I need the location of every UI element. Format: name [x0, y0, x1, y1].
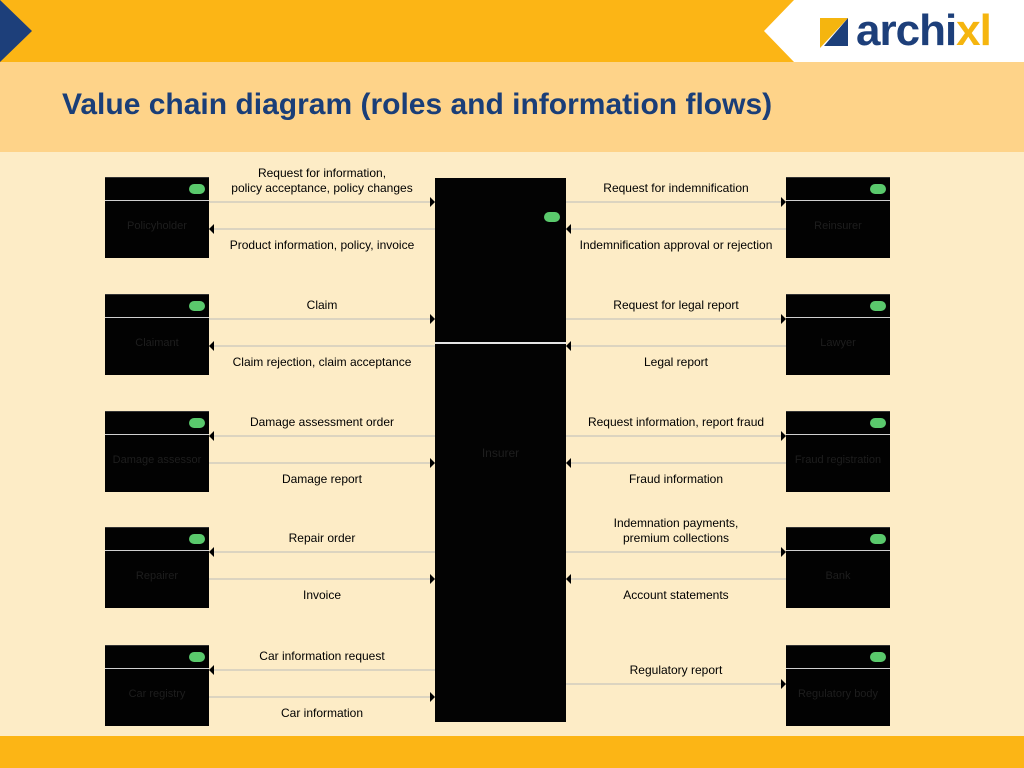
- right-role-box-1[interactable]: Reinsurer: [786, 177, 890, 258]
- right-flow-label: Request for legal report: [613, 298, 739, 312]
- arrowhead-icon: [781, 547, 786, 557]
- left-role-box-1[interactable]: Policyholder: [105, 177, 209, 258]
- logo-accent-text: xl: [956, 6, 992, 55]
- right-flow-label: Indemnation payments,premium collections: [613, 516, 739, 545]
- arrowhead-icon: [209, 547, 214, 557]
- left-flow-label: Claim: [306, 298, 338, 312]
- role-badge-icon: [189, 418, 205, 428]
- role-name: Reinsurer: [814, 220, 862, 232]
- arrowhead-icon: [566, 224, 571, 234]
- right-flow-label: Indemnification approval or rejection: [579, 238, 773, 252]
- arrowhead-icon: [209, 431, 214, 441]
- role-name: Car registry: [128, 688, 186, 700]
- role-divider: [105, 317, 209, 318]
- arrowhead-icon: [430, 314, 435, 324]
- role-badge-icon: [870, 184, 886, 194]
- role-divider: [786, 317, 890, 318]
- role-name: Lawyer: [820, 337, 856, 349]
- arrowhead-icon: [209, 224, 214, 234]
- role-name: Damage assessor: [112, 454, 202, 466]
- right-role-box-3[interactable]: Fraud registration: [786, 411, 890, 492]
- role-badge-icon: [544, 212, 560, 222]
- role-badge-icon: [189, 534, 205, 544]
- right-role-box-4[interactable]: Bank: [786, 527, 890, 608]
- left-role-box-3[interactable]: Damage assessor: [105, 411, 209, 492]
- left-flow-label: Car information request: [259, 649, 385, 663]
- left-flow-label: Claim rejection, claim acceptance: [232, 355, 412, 369]
- left-role-box-5[interactable]: Car registry: [105, 645, 209, 726]
- arrowhead-icon: [781, 431, 786, 441]
- footer-bar: [0, 736, 1024, 768]
- left-role-box-2[interactable]: Claimant: [105, 294, 209, 375]
- role-badge-icon: [870, 301, 886, 311]
- role-badge-icon: [189, 301, 205, 311]
- role-badge-icon: [870, 418, 886, 428]
- left-flow-label: Invoice: [302, 588, 342, 602]
- arrowhead-icon: [430, 692, 435, 702]
- arrowhead-icon: [781, 679, 786, 689]
- left-flow-label: Repair order: [288, 531, 356, 545]
- role-name: Bank: [825, 570, 851, 582]
- role-divider: [786, 200, 890, 201]
- center-role-box[interactable]: Insurer: [435, 178, 566, 722]
- arrowhead-icon: [430, 197, 435, 207]
- right-role-box-5[interactable]: Regulatory body: [786, 645, 890, 726]
- right-role-box-2[interactable]: Lawyer: [786, 294, 890, 375]
- role-badge-icon: [870, 652, 886, 662]
- arrowhead-icon: [430, 458, 435, 468]
- role-name: Regulatory body: [797, 688, 879, 700]
- company-logo: archixl: [764, 0, 1024, 62]
- arrowhead-icon: [781, 197, 786, 207]
- role-divider: [786, 550, 890, 551]
- center-role-name: Insurer: [481, 446, 520, 460]
- role-badge-icon: [870, 534, 886, 544]
- left-flow-label: Car information: [280, 706, 364, 720]
- role-name: Claimant: [135, 337, 179, 349]
- left-flow-label: Product information, policy, invoice: [229, 238, 415, 252]
- page-title: Value chain diagram (roles and informati…: [62, 88, 773, 121]
- role-divider: [435, 342, 566, 344]
- left-flow-label: Damage assessment order: [249, 415, 395, 429]
- right-flow-label: Request information, report fraud: [587, 415, 765, 429]
- right-flow-label: Request for indemnification: [603, 181, 749, 195]
- arrowhead-icon: [430, 574, 435, 584]
- role-name: Fraud registration: [794, 454, 882, 466]
- role-divider: [105, 200, 209, 201]
- right-flow-label: Fraud information: [628, 472, 724, 486]
- role-divider: [786, 434, 890, 435]
- right-flow-label: Account statements: [623, 588, 729, 602]
- logo-main-text: archi: [856, 6, 957, 55]
- logo-background-icon: [764, 0, 1024, 62]
- left-flow-label: Request for information,policy acceptanc…: [231, 166, 413, 195]
- arrowhead-icon: [566, 341, 571, 351]
- role-divider: [105, 434, 209, 435]
- chevron-logo-icon: [0, 0, 32, 62]
- right-flow-label: Legal report: [643, 355, 709, 369]
- role-divider: [105, 668, 209, 669]
- role-name: Repairer: [135, 570, 179, 582]
- arrowhead-icon: [781, 314, 786, 324]
- logo-wordmark: archixl: [856, 6, 992, 56]
- role-name: Policyholder: [127, 220, 187, 232]
- arrowhead-icon: [566, 574, 571, 584]
- role-divider: [105, 550, 209, 551]
- role-badge-icon: [189, 652, 205, 662]
- arrowhead-icon: [209, 341, 214, 351]
- left-role-box-4[interactable]: Repairer: [105, 527, 209, 608]
- left-flow-label: Damage report: [281, 472, 363, 486]
- right-flow-label: Regulatory report: [629, 663, 723, 677]
- arrowhead-icon: [566, 458, 571, 468]
- role-badge-icon: [189, 184, 205, 194]
- arrowhead-icon: [209, 665, 214, 675]
- title-band: [0, 62, 1024, 152]
- role-divider: [786, 668, 890, 669]
